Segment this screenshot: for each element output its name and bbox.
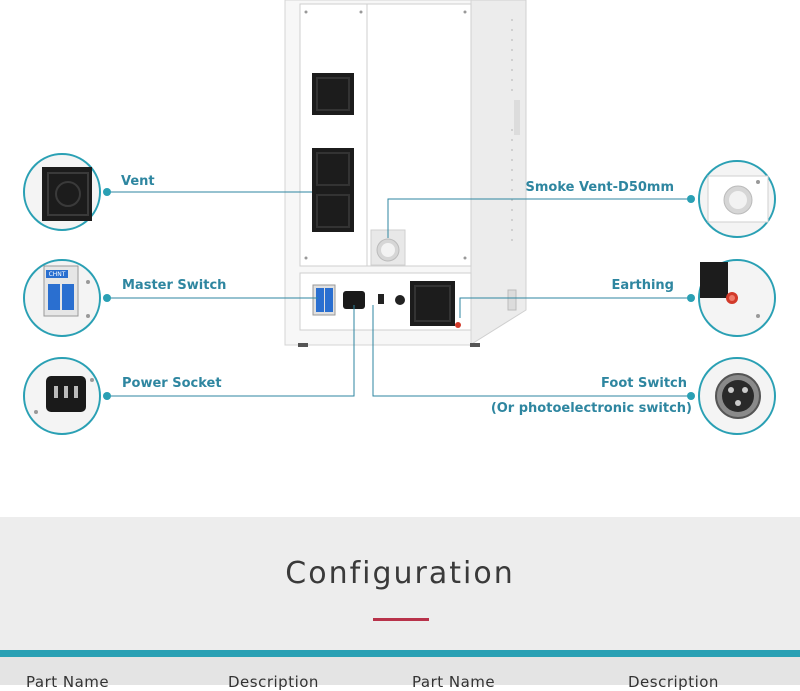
callout-vent-label: Vent (121, 174, 155, 189)
callout-dots (103, 188, 695, 400)
lower-panel (299, 272, 517, 331)
column-header-part-name: Part Name (26, 673, 110, 691)
callout-earthing-label: Earthing (611, 278, 674, 293)
foot-switch-detail-circle (698, 357, 776, 435)
column-header-description: Description (228, 673, 319, 691)
callout-lines (107, 191, 691, 397)
configuration-section (0, 517, 800, 650)
machine-illustration: CHNT (23, 0, 776, 435)
column-header-description: Description (628, 673, 719, 691)
smoke-vent-pipe (370, 229, 406, 266)
callout-master-switch-label: Master Switch (122, 278, 227, 293)
breaker-brand-text: CHNT (49, 271, 66, 278)
earthing-detail-circle (698, 259, 776, 337)
configuration-title: Configuration (285, 556, 515, 591)
title-underline (373, 618, 429, 621)
master-switch-detail-circle: CHNT (23, 259, 101, 337)
power-socket-detail-circle (23, 357, 101, 435)
table-top-bar (0, 650, 800, 657)
vent-fan (312, 190, 354, 232)
column-header-part-name: Part Name (412, 673, 496, 691)
callout-foot-switch-note: (Or photoelectronic switch) (490, 401, 692, 416)
callout-power-socket-label: Power Socket (122, 376, 222, 391)
vent-fan (312, 148, 354, 190)
smoke-vent-detail-circle (698, 160, 776, 238)
vent-detail-circle (23, 153, 101, 231)
callout-smoke-vent-label: Smoke Vent-D50mm (525, 180, 674, 195)
vent-fan (312, 73, 354, 115)
configuration-table-header: Part Name Description Part Name Descript… (0, 657, 800, 691)
callout-foot-switch-label: Foot Switch (601, 376, 687, 391)
